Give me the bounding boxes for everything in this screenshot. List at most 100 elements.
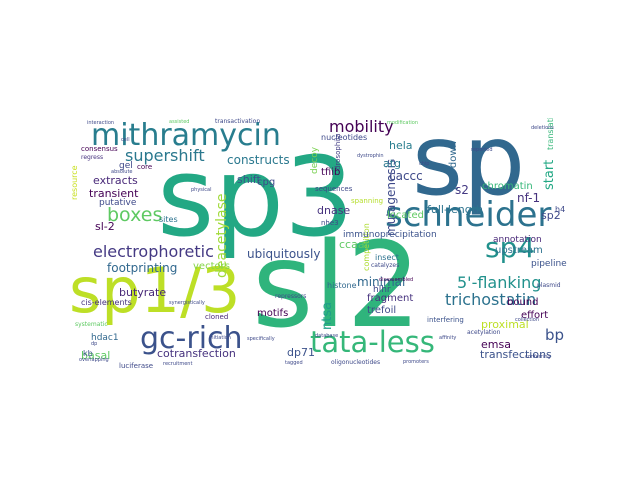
word: located bbox=[387, 210, 424, 221]
word: bound bbox=[507, 297, 539, 308]
word: deletions bbox=[531, 125, 554, 131]
word: gc-rich bbox=[140, 321, 243, 356]
word: sl2 bbox=[252, 216, 422, 354]
word: core bbox=[137, 163, 153, 171]
word: full-length bbox=[427, 203, 483, 216]
word: affinity bbox=[439, 335, 457, 341]
word: cloned bbox=[205, 313, 229, 321]
word: promoters bbox=[403, 359, 429, 365]
word: putative bbox=[99, 198, 137, 208]
word: pipeline bbox=[531, 259, 567, 269]
word: caccc bbox=[389, 169, 423, 183]
word: decoy bbox=[310, 146, 320, 174]
word: electrophoretic bbox=[93, 242, 214, 261]
word: assisted bbox=[169, 119, 190, 125]
word: annotation bbox=[493, 235, 542, 245]
word: conferring bbox=[525, 354, 551, 360]
word: systematic bbox=[75, 321, 108, 328]
word: fragment bbox=[367, 293, 414, 304]
word: extracts bbox=[93, 174, 138, 187]
word: upstream bbox=[495, 245, 543, 256]
word: regress bbox=[81, 154, 104, 161]
word: mithramycin bbox=[91, 118, 281, 153]
word: modification bbox=[387, 120, 419, 126]
word: start bbox=[542, 159, 557, 190]
word: gel bbox=[119, 161, 133, 171]
word: sites bbox=[159, 215, 178, 224]
word: disassembled bbox=[379, 277, 414, 283]
word: vectors bbox=[193, 261, 230, 272]
word: schneider bbox=[385, 195, 552, 235]
word: transactivation bbox=[215, 118, 261, 125]
word: dnase bbox=[317, 204, 351, 217]
word: sp4 bbox=[485, 231, 536, 264]
word: sp2 bbox=[541, 209, 561, 222]
word: overlapping bbox=[79, 357, 109, 363]
word: pull-down bbox=[448, 141, 459, 190]
word: supershift bbox=[125, 146, 205, 165]
word: tagged bbox=[285, 360, 303, 366]
word: collection bbox=[515, 317, 539, 323]
word: mobility bbox=[329, 118, 394, 136]
word: cpg bbox=[257, 177, 276, 188]
word: initiation bbox=[209, 335, 231, 341]
word: cotransfection bbox=[157, 347, 236, 360]
word: ntsa bbox=[320, 301, 335, 330]
word: tata-less bbox=[310, 325, 435, 359]
word: motifs bbox=[257, 308, 289, 319]
word: interaction bbox=[87, 120, 115, 126]
word: spanning bbox=[351, 197, 384, 205]
word-cloud: sl2 sp3 sp sp1/3 schneider mithramycin g… bbox=[67, 118, 573, 368]
word: dystrophin bbox=[357, 153, 384, 159]
word: ubiquitously bbox=[247, 247, 321, 261]
word: dp71 bbox=[287, 346, 315, 359]
word: sp1/3 bbox=[69, 254, 241, 327]
word: atg bbox=[383, 157, 402, 170]
word: interfering bbox=[427, 316, 464, 324]
word: resource bbox=[70, 165, 79, 200]
word: chip bbox=[419, 161, 430, 167]
word: recruitment bbox=[163, 361, 193, 367]
word: oligonucleotides bbox=[331, 359, 381, 366]
word: absolute bbox=[111, 169, 133, 175]
word: trichostatin bbox=[445, 290, 537, 309]
word: repressors bbox=[275, 293, 307, 300]
word: footprinting bbox=[107, 261, 178, 275]
word: consensus bbox=[81, 145, 118, 153]
word: tfiib bbox=[321, 167, 341, 178]
word: basal bbox=[81, 349, 111, 362]
word: nhe3 bbox=[321, 219, 339, 227]
word: bp bbox=[545, 326, 565, 344]
word: luciferase bbox=[119, 362, 154, 369]
word: database bbox=[315, 333, 339, 339]
word: immunoprecipitation bbox=[343, 230, 437, 240]
word: hdac1 bbox=[91, 333, 119, 343]
word: transient bbox=[89, 187, 139, 200]
word: minimal bbox=[357, 275, 406, 289]
word: butyrate bbox=[119, 286, 167, 299]
word: boxes bbox=[107, 204, 163, 226]
word: translational bbox=[546, 118, 555, 150]
word: sequences bbox=[315, 185, 353, 193]
word: physical bbox=[191, 187, 212, 193]
word: dp bbox=[91, 341, 98, 347]
word: histone bbox=[327, 281, 357, 290]
word: hlhr bbox=[373, 285, 391, 295]
word: sp bbox=[412, 118, 526, 218]
word: chromatin bbox=[482, 181, 533, 192]
word: sp3 bbox=[157, 133, 355, 261]
word: reported bbox=[471, 147, 493, 153]
word: ccaat bbox=[339, 238, 369, 251]
word: sl-2 bbox=[95, 220, 115, 233]
word: constructs bbox=[227, 153, 290, 167]
word: s2 bbox=[455, 183, 469, 197]
word: h4 bbox=[555, 205, 566, 214]
word: insect bbox=[375, 253, 399, 262]
word: transfections bbox=[480, 348, 552, 361]
word: effort bbox=[521, 310, 549, 321]
word: nf-1 bbox=[517, 191, 541, 205]
word: cis-elements bbox=[81, 298, 132, 307]
word: specifically bbox=[247, 336, 275, 342]
word: synergistically bbox=[169, 300, 205, 306]
word: proximal bbox=[481, 318, 529, 331]
